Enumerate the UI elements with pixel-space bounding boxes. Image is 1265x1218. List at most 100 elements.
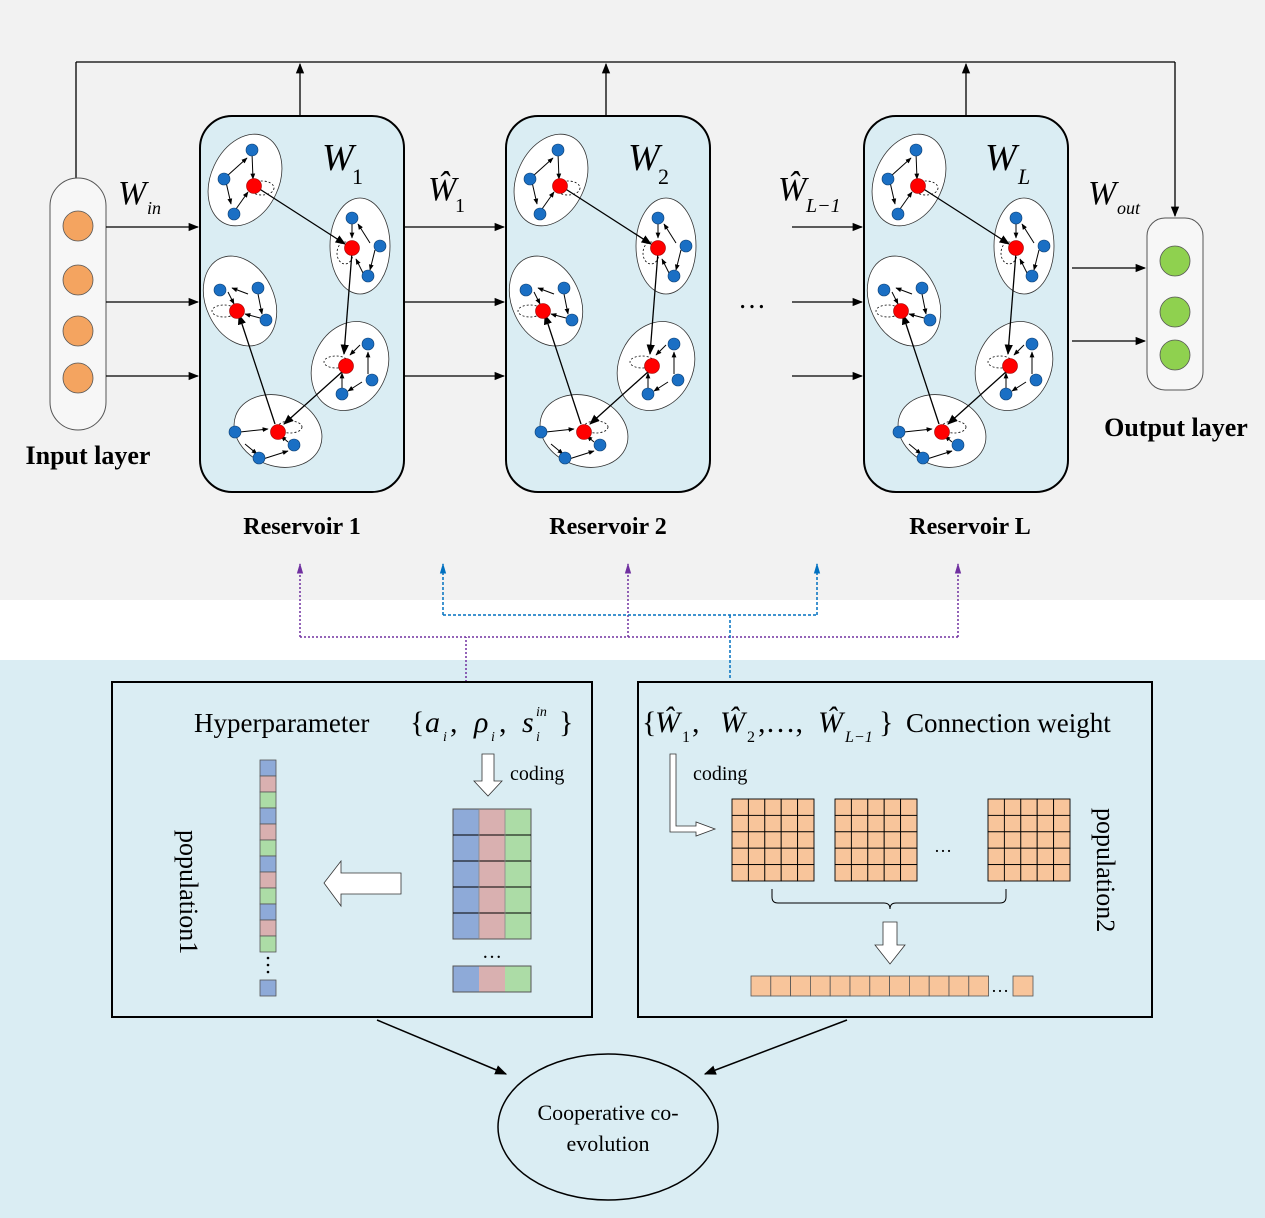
separator-strip — [0, 600, 1265, 660]
svg-text:out: out — [1117, 198, 1141, 218]
matrix-cell — [834, 831, 852, 849]
input-layer: Input layer — [26, 177, 150, 470]
input-node — [62, 362, 94, 394]
matrix-cell — [780, 831, 799, 849]
grouping-brace — [771, 889, 1007, 910]
matrix-cell — [850, 831, 869, 849]
svg-text:{: { — [642, 706, 656, 739]
matrix-cell — [867, 798, 885, 816]
matrix-cell — [747, 814, 766, 833]
matrix-cell — [850, 798, 869, 816]
w-hat-l-minus-1-label: Ŵ L−1 — [778, 171, 841, 217]
matrix-cell — [1053, 864, 1071, 882]
reservoir-1-label: Reservoir 1 — [243, 514, 361, 540]
chromosome-gene — [889, 975, 910, 997]
matrix-cell — [1003, 831, 1022, 849]
matrix-cell — [764, 831, 782, 849]
encode-left-arrow — [323, 859, 402, 908]
reservoir-2-label: Reservoir 2 — [549, 514, 667, 540]
connection-weight-panel: { Ŵ 1 , Ŵ 2 ,…, Ŵ L−1 } Connection weigh… — [637, 681, 1153, 1018]
matrix-cell — [900, 831, 918, 849]
matrix-cell — [747, 831, 766, 849]
matrix-cell — [900, 864, 918, 882]
population1-label: population1 — [174, 830, 203, 954]
input-node — [62, 315, 94, 347]
matrix-cell — [834, 798, 852, 816]
w-hat-1-label: Ŵ 1 — [428, 171, 465, 217]
matrix-cell — [797, 847, 815, 866]
matrix-cell — [1036, 847, 1055, 866]
matrix-cell — [764, 814, 782, 833]
matrix-cell — [1020, 814, 1038, 833]
matrix-cell — [1020, 831, 1038, 849]
svg-text:Ŵ: Ŵ — [428, 171, 459, 208]
svg-text:Ŵ: Ŵ — [720, 706, 748, 739]
matrix-cell — [834, 847, 852, 866]
matrix-cell — [1003, 864, 1022, 882]
matrix-cell — [797, 864, 815, 882]
connection-weight-links — [439, 562, 821, 678]
svg-text:L: L — [1017, 164, 1030, 189]
matrix-cell — [780, 798, 799, 816]
matrix-cell — [834, 814, 852, 833]
output-node — [1159, 296, 1191, 328]
chromosome-gene — [928, 975, 950, 997]
matrix-cell — [1003, 798, 1022, 816]
population2-last-gene — [1012, 975, 1034, 997]
matrix-cell — [850, 847, 869, 866]
reservoir-l-label: Reservoir L — [909, 514, 1031, 540]
svg-text:W: W — [118, 175, 149, 212]
matrix-cell — [1053, 847, 1071, 866]
coding-bent-arrow — [669, 753, 717, 837]
matrix-cell — [780, 864, 799, 882]
reservoir-l: W L Reservoir L — [853, 115, 1069, 540]
coding-label: coding — [693, 763, 747, 785]
svg-text:a: a — [425, 706, 440, 739]
matrix-cell — [1003, 814, 1022, 833]
coding-down-arrow — [473, 753, 503, 797]
matrix-cell — [987, 798, 1005, 816]
svg-text:W: W — [322, 137, 357, 179]
matrix-cell — [747, 798, 766, 816]
svg-text:Ŵ: Ŵ — [778, 171, 809, 208]
matrix-cell — [883, 798, 902, 816]
matrix-cell — [883, 847, 902, 866]
matrix-cell — [850, 814, 869, 833]
svg-text:L−1: L−1 — [805, 195, 841, 217]
output-layer: Output layer — [1104, 217, 1248, 442]
svg-text:,: , — [450, 706, 458, 739]
reservoir-2: W 2 Reservoir 2 — [495, 115, 711, 540]
coevolution-line2: evolution — [566, 1131, 649, 1156]
reservoir-into-l-arrows — [792, 222, 864, 381]
output-node — [1159, 339, 1191, 371]
w-out-label: W out — [1088, 175, 1141, 218]
svg-text:2: 2 — [658, 164, 669, 189]
matrix-cell — [731, 831, 749, 849]
matrix-cell — [731, 814, 749, 833]
matrix-cell — [1053, 831, 1071, 849]
matrix-cell — [1053, 798, 1071, 816]
chromosome-gene — [968, 975, 989, 997]
matrix-cell — [1053, 814, 1071, 833]
matrix-cell — [764, 798, 782, 816]
matrix-cell — [900, 798, 918, 816]
matrix-cell — [780, 814, 799, 833]
weight-matrix — [731, 798, 815, 882]
svg-text:i: i — [491, 730, 495, 745]
chromosome-gene — [909, 975, 930, 997]
matrix-cell — [1036, 814, 1055, 833]
svg-text:2: 2 — [747, 729, 755, 746]
input-node — [62, 264, 94, 296]
output-arrows — [1072, 263, 1147, 346]
connection-weight-title: Connection weight — [906, 708, 1111, 738]
matrix-cell — [1020, 847, 1038, 866]
chromosome-gene — [770, 975, 791, 997]
svg-text:}: } — [559, 706, 573, 739]
matrix-cell — [747, 864, 766, 882]
matrix-cell — [900, 847, 918, 866]
population1-chromosome — [259, 759, 277, 997]
flatten-down-arrow — [874, 921, 906, 965]
matrix-cell — [1003, 847, 1022, 866]
matrix-cell — [1020, 864, 1038, 882]
